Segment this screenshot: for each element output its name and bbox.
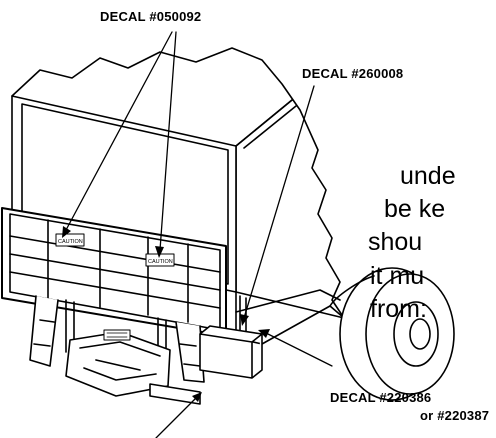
platform-rib-3 [9,271,221,309]
leader-050092-right [159,31,177,251]
platform-rib-2 [9,253,221,291]
platform-rib-1 [9,235,221,273]
callout-decal-220387: or #220387 [420,408,490,423]
side-text-line-3: shou [368,228,423,256]
callout-decal-220386: DECAL #220386 [330,390,432,405]
control-box [199,325,263,379]
truck-box-front-inner [21,103,229,285]
arrowhead-bottom [192,392,202,402]
callout-decal-260008: DECAL #260008 [302,66,404,81]
lift-label-hatch [106,332,128,338]
callout-decal-050092: DECAL #050092 [100,9,202,24]
truck-frame-rail-inner [235,289,341,313]
lower-bracket [149,383,201,405]
tire-hub [409,318,431,350]
tire-rim [393,301,439,367]
caution-label-right: CAUTION [148,259,173,265]
arrowhead-260008 [240,314,249,326]
side-text-line-5: from: [370,295,427,323]
leader-260008 [243,85,315,319]
arrowhead-220386 [258,329,270,338]
wheel-arch [329,275,375,307]
arrowhead-050092-right [155,246,164,258]
lift-arm-left [29,295,59,367]
lift-label-plate [103,329,131,341]
leader-050092-left [65,31,173,231]
leader-220386 [267,333,333,367]
truck-box-outline [11,47,345,319]
arrowhead-050092-left [62,226,71,238]
side-text-line-4: it mu [370,262,425,290]
side-text-line-2: be ke [384,195,446,223]
side-text-line-1: unde [400,162,456,190]
lift-center-housing-detail [79,341,161,381]
truck-box-side-edge [235,99,297,149]
leader-bottom [155,397,197,438]
caution-label-left: CAUTION [58,239,83,245]
